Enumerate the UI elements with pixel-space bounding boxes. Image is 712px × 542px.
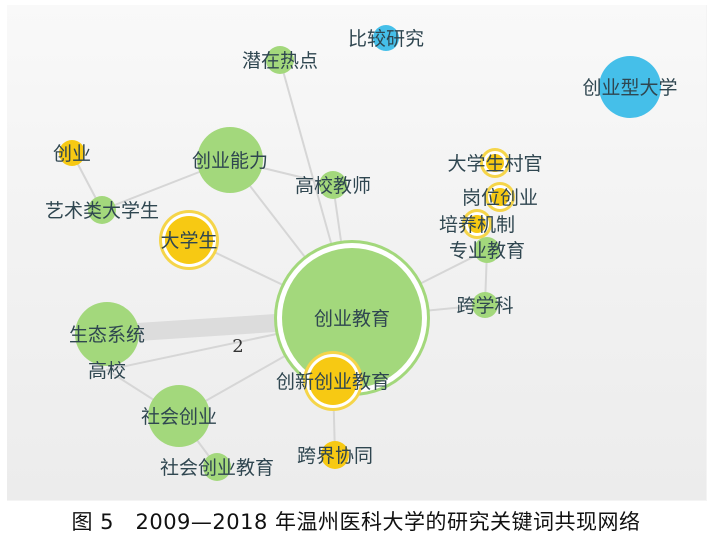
node-chuangye_jiaoyu[interactable]: [282, 248, 422, 388]
node-daxuesheng[interactable]: [165, 216, 213, 264]
node-peiyang_jizhi[interactable]: [468, 215, 486, 233]
node-label-shehui_chuangye: 社会创业: [141, 406, 217, 428]
node-shengtai_xitong[interactable]: [75, 302, 139, 366]
node-gaoxiao_jiaoshi[interactable]: [319, 171, 347, 199]
node-label-chuangye_jiaoyu: 创业教育: [314, 308, 390, 330]
node-chuangye[interactable]: [59, 140, 85, 166]
edge-layer: [71, 59, 488, 468]
node-shehui_chuangye[interactable]: [148, 385, 210, 447]
network-canvas: 2 创业教育创新创业教育 创业能力大学生 创业艺术类大学生 潜在热点 比较研究创业型大学高…: [7, 5, 707, 501]
node-gangwei_chuangye[interactable]: [491, 188, 509, 206]
node-label-chuangye_nengli: 创业能力: [192, 150, 268, 172]
node-label-zhuanye_jiaoyu: 专业教育: [449, 240, 525, 262]
node-label-chuangxin_chuangye_jiaoyu: 创新创业教育: [276, 371, 390, 393]
node-label-yishulei_daxuesheng: 艺术类大学生: [45, 200, 159, 222]
node-label-daxuesheng: 大学生: [160, 230, 217, 252]
node-label-gaoxiao: 高校: [88, 360, 126, 382]
node-label-shengtai_xitong: 生态系统: [69, 324, 145, 346]
node-yishulei_daxuesheng[interactable]: [88, 196, 116, 224]
node-kuajie_xietong[interactable]: [321, 441, 349, 469]
node-label-chuangyexing_daxue: 创业型大学: [582, 77, 677, 99]
node-qianzai_redian[interactable]: [266, 46, 294, 74]
figure-caption: 图 5 2009—2018 年温州医科大学的研究关键词共现网络: [71, 510, 641, 534]
node-label-kuaxueke: 跨学科: [456, 295, 513, 317]
node-shehui_chuangye_jiaoyu[interactable]: [203, 453, 231, 481]
node-bijiao_yanjiu[interactable]: [373, 25, 399, 51]
node-layer: [59, 25, 661, 481]
node-label-qianzai_redian: 潜在热点: [242, 50, 318, 72]
node-label-kuajie_xietong: 跨界协同: [297, 445, 373, 467]
node-label-gaoxiao_jiaoshi: 高校教师: [295, 175, 371, 197]
node-label-gangwei_chuangye: 岗位创业: [462, 187, 538, 209]
node-chuangyexing_daxue[interactable]: [599, 56, 661, 118]
node-label-shehui_chuangye_jiaoyu: 社会创业教育: [160, 457, 274, 479]
node-zhuanye_jiaoyu[interactable]: [474, 237, 500, 263]
node-chuangxin_chuangye_jiaoyu[interactable]: [309, 357, 357, 405]
node-label-daxuesheng_cunguan: 大学生村官: [447, 153, 542, 175]
edge-weight-label: 2: [232, 336, 243, 357]
node-label-bijiao_yanjiu: 比较研究: [348, 28, 424, 50]
node-daxuesheng_cunguan[interactable]: [486, 154, 504, 172]
node-label-chuangye: 创业: [53, 143, 91, 165]
node-kuaxueke[interactable]: [472, 292, 498, 318]
node-chuangye_nengli[interactable]: [197, 127, 263, 193]
node-label-peiyang_jizhi: 培养机制: [439, 214, 515, 236]
